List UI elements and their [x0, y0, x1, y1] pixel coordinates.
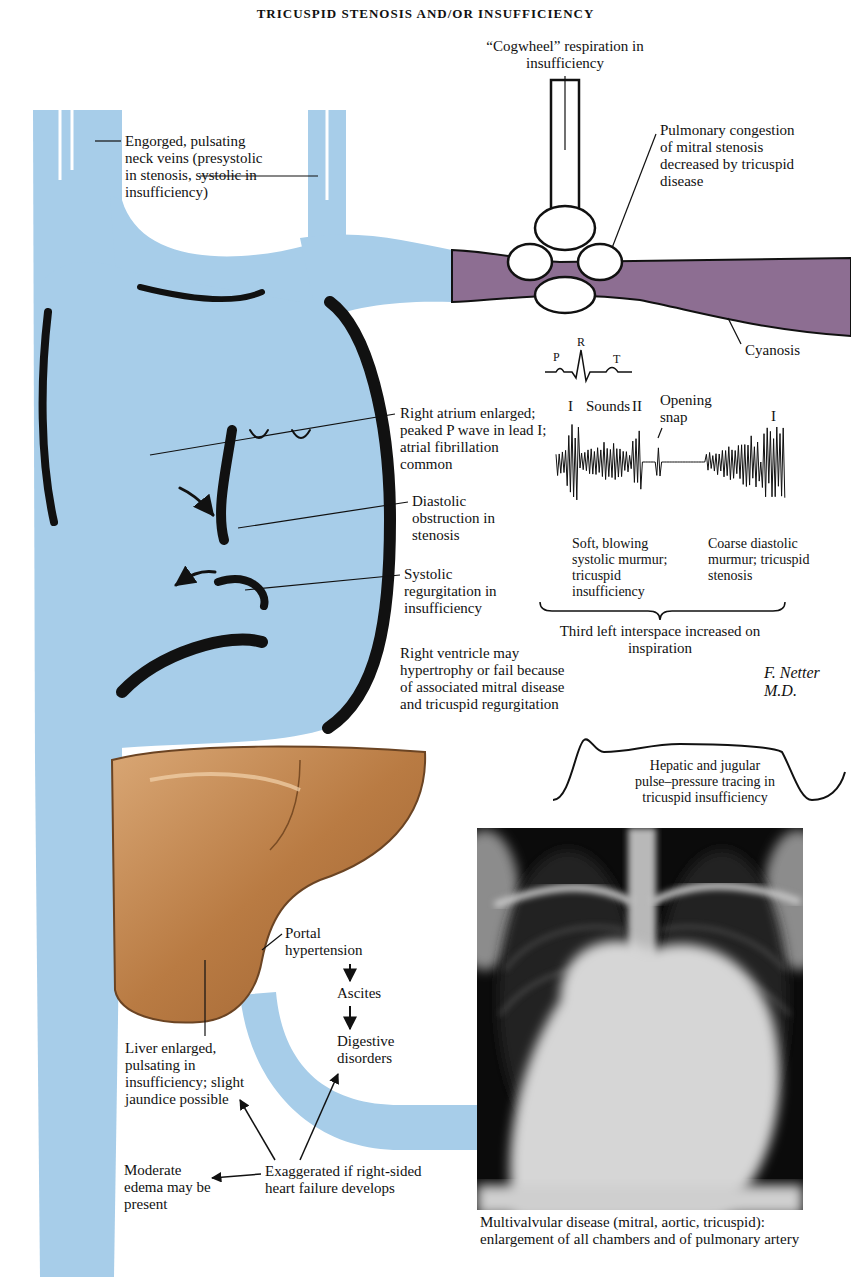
tracing-label: Hepatic and jugular pulse–pressure traci… [635, 758, 775, 806]
callout-label: Portal hypertension [285, 925, 385, 959]
neck-vein [308, 110, 346, 255]
lung [452, 80, 851, 336]
clavicle [652, 886, 800, 902]
sound-label: II [632, 398, 642, 415]
callout-label: Diastolic obstruction in stenosis [412, 493, 522, 544]
portal-vein [240, 992, 478, 1150]
bronchus [535, 206, 595, 250]
heart [35, 262, 390, 748]
murmur-label: Coarse diastolic murmur; tricuspid steno… [708, 536, 820, 584]
murmur-label: Soft, blowing systolic murmur; tricuspid… [572, 536, 684, 600]
arrow [240, 1100, 275, 1160]
flow-arrow [180, 488, 213, 515]
sound-label: Opening snap [660, 392, 730, 426]
wave-letter: P [553, 350, 560, 364]
ventricle-wall [328, 302, 390, 728]
callout-label: Digestive disorders [337, 1033, 427, 1067]
callout-label: Liver enlarged, pulsating in insufficien… [125, 1040, 245, 1108]
cardiac-shadow [510, 941, 780, 1210]
diaphragm [477, 1185, 803, 1210]
liver-highlight [150, 774, 300, 790]
leader-line [245, 575, 400, 590]
sound-wave [556, 424, 785, 499]
ecg-trace [545, 350, 632, 381]
bronchus [508, 244, 552, 280]
leader-line [262, 934, 282, 950]
liver-lobe-line [270, 760, 300, 850]
vein-line [59, 110, 62, 180]
leader-line [204, 960, 205, 1036]
phonocardiogram [556, 424, 785, 499]
callout-label: Engorged, pulsating neck veins (presysto… [125, 133, 275, 201]
vein-line [326, 110, 329, 200]
leader-line [564, 76, 565, 150]
ventricle-floor [122, 639, 262, 692]
sound-label: I [771, 408, 776, 425]
leader-line [150, 414, 395, 455]
signature: F. Netter M.D. [764, 664, 834, 700]
leader-line [95, 140, 121, 141]
callout-label: Exaggerated if right-sided heart failure… [265, 1163, 443, 1197]
callout-label: Right ventricle may hypertrophy or fail … [400, 645, 578, 713]
wave-letter: T [613, 352, 620, 366]
bracket-label: Third left interspace increased on inspi… [535, 623, 785, 657]
chest-radiograph [477, 828, 803, 1210]
flow-arrow [176, 572, 215, 585]
valve-leaflet [221, 430, 232, 540]
diagram-title: TRICUSPID STENOSIS AND/OR INSUFFICIENCY [0, 6, 851, 22]
leader-line [658, 428, 662, 438]
valve-leaflet [218, 579, 265, 606]
bracket [540, 602, 785, 620]
atrium-wall [140, 287, 262, 299]
bronchus [535, 277, 595, 313]
wave-letter: R [577, 335, 585, 349]
leader-line [612, 134, 656, 248]
arrow [300, 1074, 338, 1160]
callout-label: Systolic regurgitation in insufficiency [404, 566, 519, 617]
arrow [349, 1006, 351, 1029]
leader-line [728, 318, 741, 344]
leader-line [238, 502, 408, 528]
liver [112, 747, 425, 1023]
sound-label: Sounds [586, 398, 630, 415]
callout-label: Moderate edema may be present [124, 1162, 214, 1213]
figure-caption: Multivalvular disease (mitral, aortic, t… [480, 1214, 835, 1248]
atrium-wall [43, 312, 54, 522]
callout-label: Ascites [337, 985, 381, 1002]
bronchus [578, 244, 622, 280]
clavicle [495, 888, 632, 905]
callout-label: “Cogwheel” respiration in insufficiency [480, 38, 650, 72]
arrow [212, 1174, 261, 1178]
vein-line [71, 110, 74, 170]
callout-label: Right atrium enlarged; peaked P wave in … [400, 405, 550, 473]
heart-walls [43, 287, 390, 728]
callout-label: Pulmonary congestion of mitral stenosis … [660, 122, 810, 190]
sound-label: I [568, 398, 573, 415]
callout-label: Cyanosis [745, 342, 800, 359]
arrow [349, 964, 351, 981]
